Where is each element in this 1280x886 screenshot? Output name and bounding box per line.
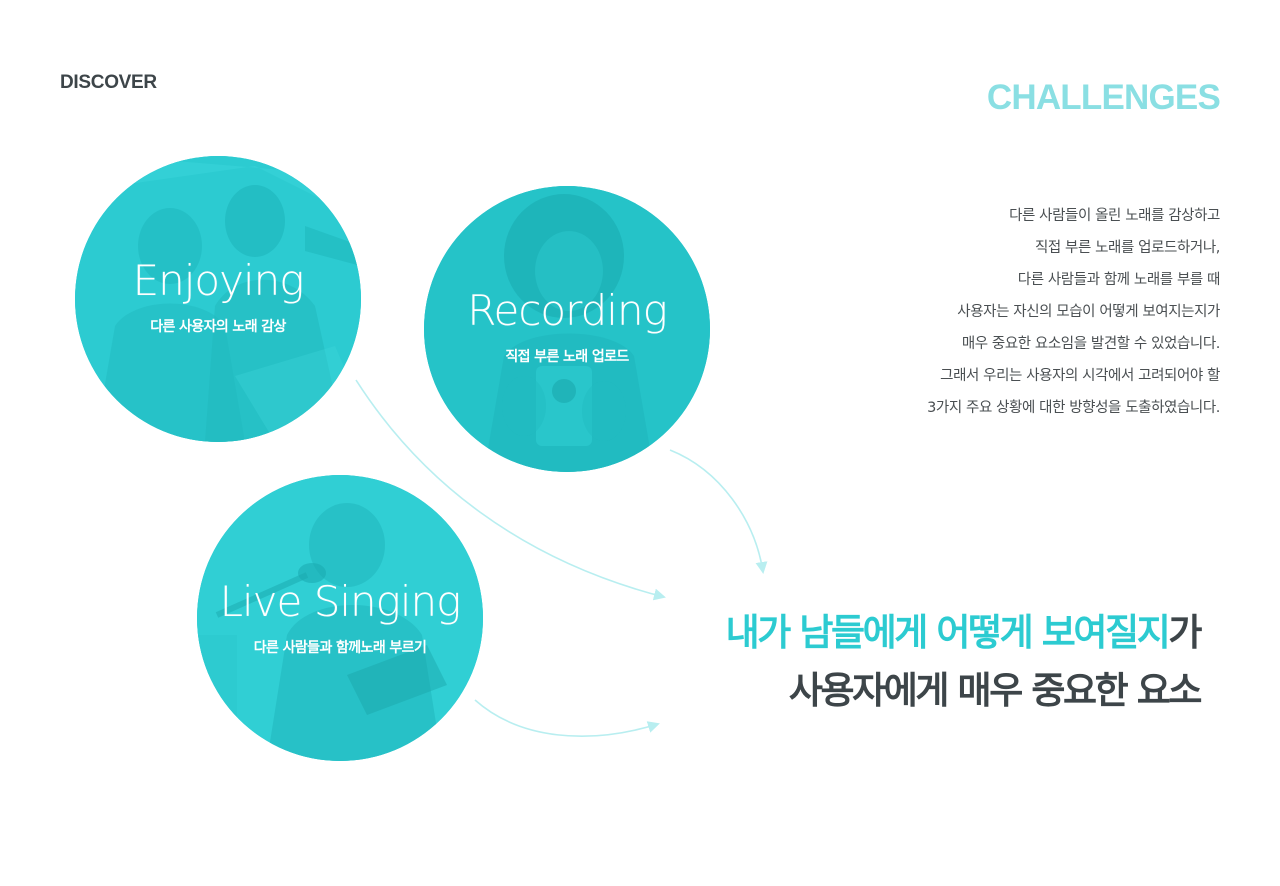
situation-enjoying: Enjoying 다른 사용자의 노래 감상: [75, 156, 361, 442]
description-line: 3가지 주요 상황에 대한 방향성을 도출하였습니다.: [927, 400, 1220, 416]
conclusion-line-2: 사용자에게 매우 중요한 요소: [788, 669, 1203, 712]
situation-live-singing: Live Singing 다른 사람들과 함께노래 부르기: [197, 475, 483, 761]
page-heading: CHALLENGES: [986, 78, 1221, 117]
conclusion-line-1-rest: 가: [1168, 611, 1202, 654]
situation-title: Live Singing: [219, 577, 462, 626]
description-line: 매우 중요한 요소임을 발견할 수 있었습니다.: [961, 336, 1221, 352]
conclusion: 내가 남들에게 어떻게 보여질지가 사용자에게 매우 중요한 요소: [725, 604, 1203, 720]
situation-title: Enjoying: [132, 256, 305, 305]
description-line: 그래서 우리는 사용자의 시각에서 고려되어야 할: [940, 368, 1220, 384]
situation-title: Recording: [467, 286, 668, 335]
situation-recording: Recording 직접 부른 노래 업로드: [424, 186, 710, 472]
people-listening-photo-icon: [75, 156, 361, 442]
section-label: DISCOVER: [60, 72, 157, 93]
conclusion-line-1: 내가 남들에게 어떻게 보여질지가: [725, 604, 1203, 662]
arrow-live: [474, 699, 660, 737]
description: 다른 사람들이 올린 노래를 감상하고 직접 부른 노래를 업로드하거나, 다른…: [800, 200, 1220, 424]
situation-subtitle: 다른 사람들과 함께노래 부르기: [253, 640, 427, 656]
situation-subtitle: 직접 부른 노래 업로드: [505, 349, 629, 365]
man-singing-photo-icon: [197, 475, 483, 761]
description-line: 직접 부른 노래를 업로드하거나,: [1034, 240, 1220, 256]
conclusion-highlight: 내가 남들에게 어떻게 보여질지: [725, 611, 1171, 654]
woman-filming-photo-icon: [424, 186, 710, 472]
situation-subtitle: 다른 사용자의 노래 감상: [150, 319, 286, 335]
description-line: 다른 사람들과 함께 노래를 부를 때: [1017, 272, 1221, 288]
description-line: 다른 사람들이 올린 노래를 감상하고: [1009, 208, 1220, 224]
description-line: 사용자는 자신의 모습이 어떻게 보여지는지가: [957, 304, 1220, 320]
